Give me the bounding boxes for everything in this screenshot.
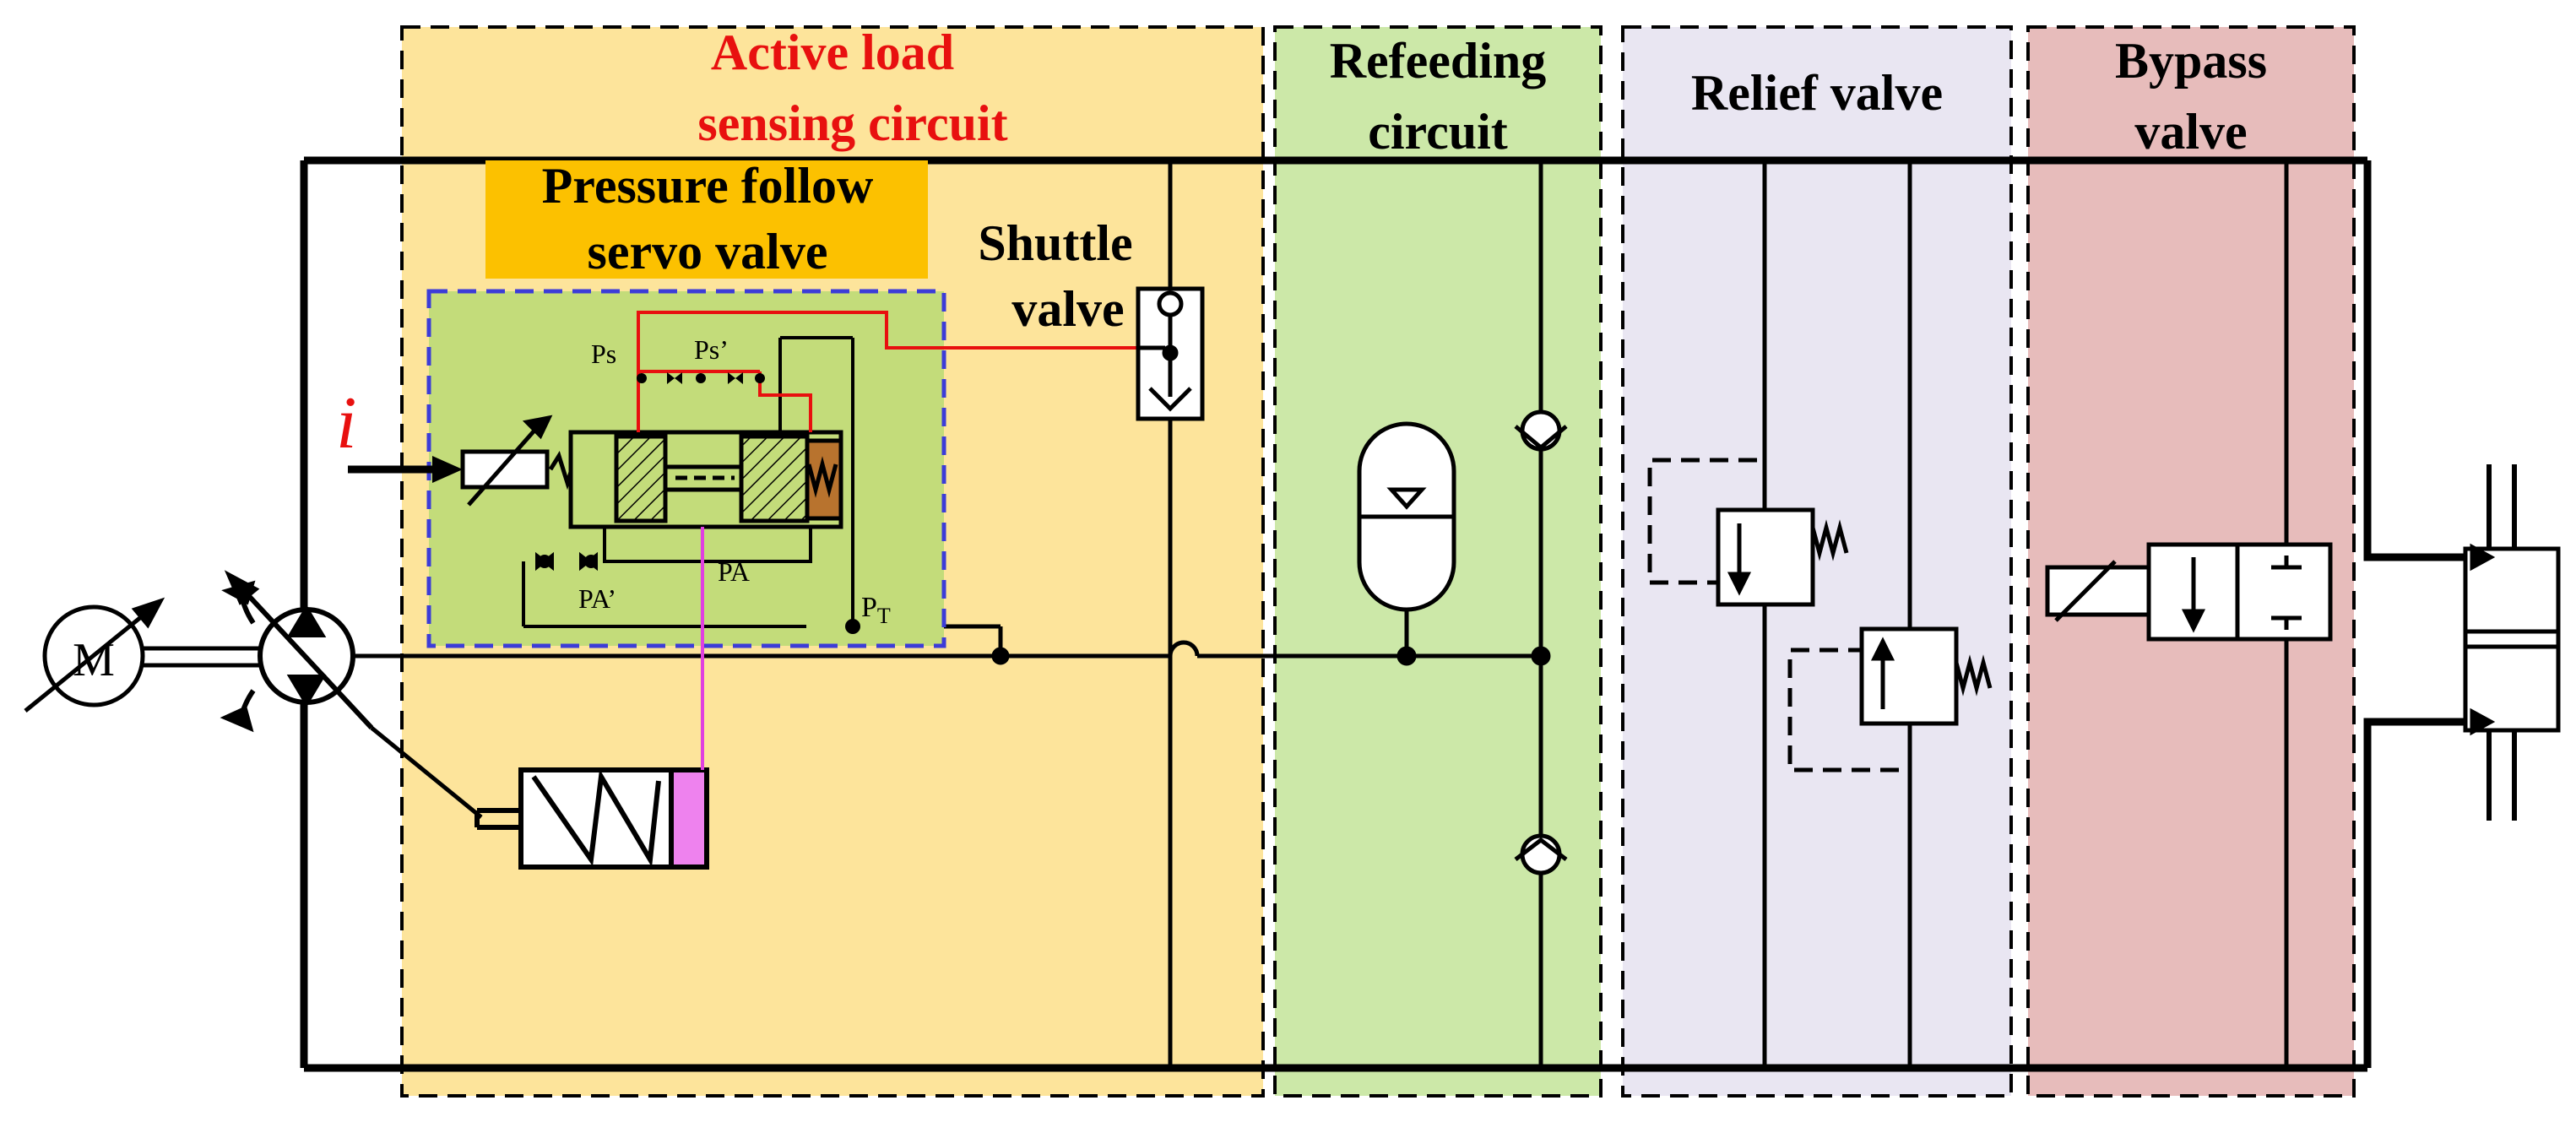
active-load-title-line2: sensing circuit	[697, 95, 1007, 151]
refeed-check-valves	[1514, 160, 1568, 1068]
variable-pump-symbol	[220, 570, 374, 733]
signal-label: i	[336, 382, 356, 464]
shuttle-title-line1: Shuttle	[978, 215, 1132, 271]
relief-valves	[1647, 160, 1993, 1068]
refeeding-title-line1: Refeeding	[1330, 33, 1547, 89]
servo-title-line1: Pressure follow	[542, 158, 874, 214]
servo-valve-symbol	[460, 415, 843, 529]
refeeding-title-line2: circuit	[1368, 104, 1508, 160]
motor-label: M	[73, 634, 115, 686]
shaft-coupling	[143, 646, 262, 668]
bypass-title-line1: Bypass	[2115, 33, 2267, 89]
active-load-title-line1: Active load	[711, 24, 954, 80]
relief-title: Relief valve	[1691, 65, 1943, 121]
swash-cylinder	[370, 726, 709, 870]
port-ps: Ps	[591, 339, 616, 369]
hydraulic-cylinder	[2463, 464, 2561, 821]
port-pa: PA	[718, 556, 750, 587]
input-signal: i	[336, 382, 463, 483]
bypass-valve-symbol	[2045, 160, 2333, 1068]
servo-title-box	[485, 160, 928, 279]
port-ps-prime: Ps’	[694, 334, 729, 365]
accumulator	[1357, 421, 1456, 666]
shuttle-valve-symbol	[1136, 160, 1205, 1068]
shuttle-title-line2: valve	[1011, 281, 1124, 337]
servo-ps-lines	[637, 311, 1165, 432]
servo-title-line2: servo valve	[588, 224, 828, 279]
bypass-title-line2: valve	[2134, 104, 2247, 160]
port-pt: PT	[861, 592, 891, 628]
port-pa-prime: PA’	[578, 583, 616, 614]
servo-internal-lines	[522, 336, 860, 634]
motor-symbol: M	[24, 597, 165, 713]
relief-region	[1621, 25, 2013, 1098]
